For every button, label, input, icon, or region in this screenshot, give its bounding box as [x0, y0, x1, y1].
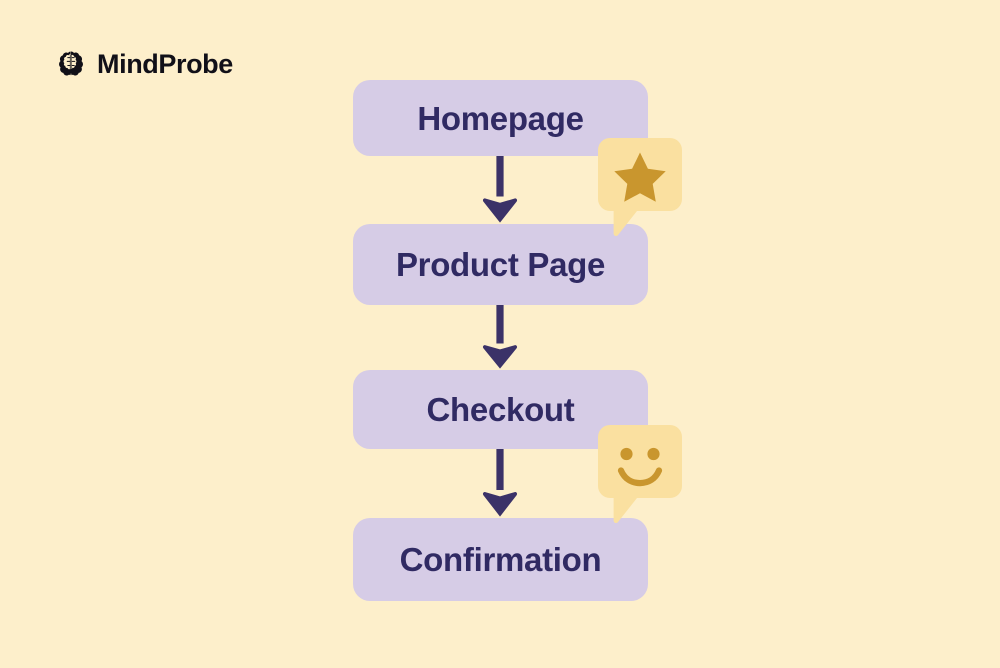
star-icon: [614, 152, 666, 202]
flow-node-product-page[interactable]: Product Page: [353, 224, 648, 305]
brand-logo: MindProbe: [56, 44, 233, 84]
flow-node-label: Confirmation: [399, 541, 602, 578]
brain-icon: [59, 51, 83, 76]
flow-node-homepage[interactable]: Homepage: [353, 80, 648, 156]
arrow-checkout-to-confirmation-icon: [482, 449, 518, 517]
flow-node-label: Checkout: [426, 391, 575, 428]
arrow-homepage-to-product-icon: [482, 156, 518, 223]
flow-node-label: Product Page: [395, 246, 606, 283]
flow-node-label: Homepage: [417, 99, 584, 137]
brand-name: MindProbe: [97, 48, 233, 79]
smiley-face-icon: [617, 447, 663, 487]
flow-node-confirmation[interactable]: Confirmation: [353, 518, 648, 601]
annotation-bubble-star[interactable]: [597, 137, 683, 237]
arrow-product-to-checkout-icon: [482, 305, 518, 369]
annotation-bubble-smiley[interactable]: [597, 424, 683, 524]
